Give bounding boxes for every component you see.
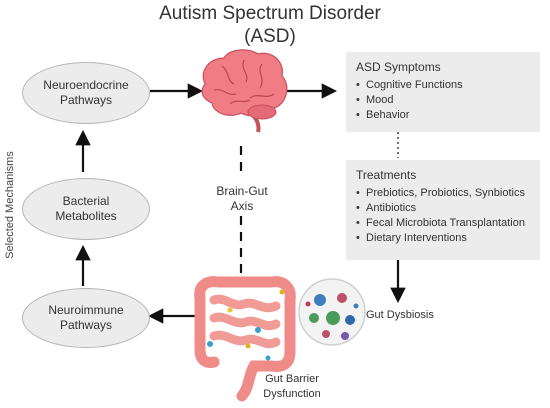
axis-label: Brain-Gut Axis	[216, 184, 268, 213]
treatment-item: Antibiotics	[356, 201, 530, 216]
gut-barrier-label: Gut Barrier Dysfunction	[263, 373, 321, 400]
treatments-heading: Treatments	[356, 168, 417, 182]
symptoms-heading: ASD Symptoms	[356, 60, 441, 74]
symptom-item: Cognitive Functions	[356, 78, 530, 93]
intestine-icon	[194, 276, 296, 402]
page-subtitle: (ASD)	[244, 26, 296, 47]
node-bacterial-metabolites: Bacterial Metabolites	[22, 178, 150, 240]
symptom-item: Behavior	[356, 108, 530, 123]
treatments-panel: Treatments Prebiotics, Probiotics, Synbi…	[346, 160, 540, 260]
gut-dysbiosis-label: Gut Dysbiosis	[366, 309, 434, 321]
symptom-item: Mood	[356, 93, 530, 108]
microbes-icon	[298, 278, 366, 346]
brain-icon	[201, 49, 288, 133]
node-neuroimmune-pathways: Neuroimmune Pathways	[22, 288, 150, 348]
treatment-item: Fecal Microbiota Transplantation	[356, 216, 530, 231]
symptoms-panel: ASD Symptoms Cognitive Functions Mood Be…	[346, 52, 540, 132]
treatment-item: Prebiotics, Probiotics, Synbiotics	[356, 186, 530, 201]
side-label: Selected Mechanisms	[4, 151, 16, 259]
page-title: Autism Spectrum Disorder	[159, 3, 381, 24]
node-neuroendocrine-pathways: Neuroendocrine Pathways	[22, 62, 150, 124]
treatment-item: Dietary Interventions	[356, 231, 530, 246]
